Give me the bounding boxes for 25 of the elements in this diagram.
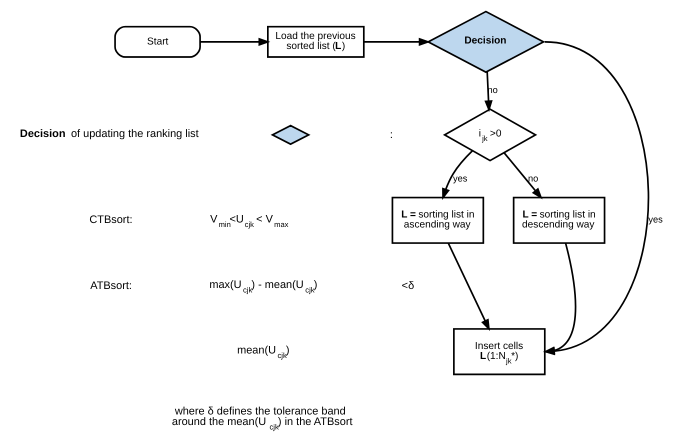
label: Decision of updating the ranking list	[19, 128, 198, 140]
label: CTBsort:	[88, 214, 132, 226]
node-box: Load the previous sorted list (L)	[266, 26, 364, 58]
label: :	[389, 128, 392, 141]
edge-label: no	[527, 173, 538, 184]
label: where δ defines the tolerance band around the mean(U$_{cjk}$) in the ATBsort	[171, 405, 352, 432]
arrow	[502, 152, 542, 200]
label: ATBsort:	[90, 280, 132, 292]
edge-label: yes	[452, 173, 467, 184]
arrow	[442, 150, 473, 200]
edge-label: yes	[648, 214, 662, 225]
arrow	[363, 38, 430, 46]
node-box: L = sorting list in descending way	[512, 196, 605, 244]
arrow	[447, 242, 490, 331]
label: <δ	[401, 280, 414, 292]
node-diamond: i$_{jk}$ >0	[442, 108, 537, 162]
node-box: Insert cells L(1:N$_{jk}$*)	[452, 328, 546, 376]
node-box: Start	[114, 26, 200, 58]
arrow	[200, 38, 270, 46]
label: mean(U$_{cjk}$)	[236, 344, 290, 360]
node-diamond: Decision	[426, 10, 545, 74]
node-box: L = sorting list in ascending way	[391, 196, 484, 244]
label: max(U$_{cjk}$) - mean(U$_{cjk}$)	[208, 278, 317, 294]
node-diamond	[270, 124, 310, 146]
label: V$_{min}$<U$_{cjk}$ < V$_{max}$	[210, 213, 288, 229]
